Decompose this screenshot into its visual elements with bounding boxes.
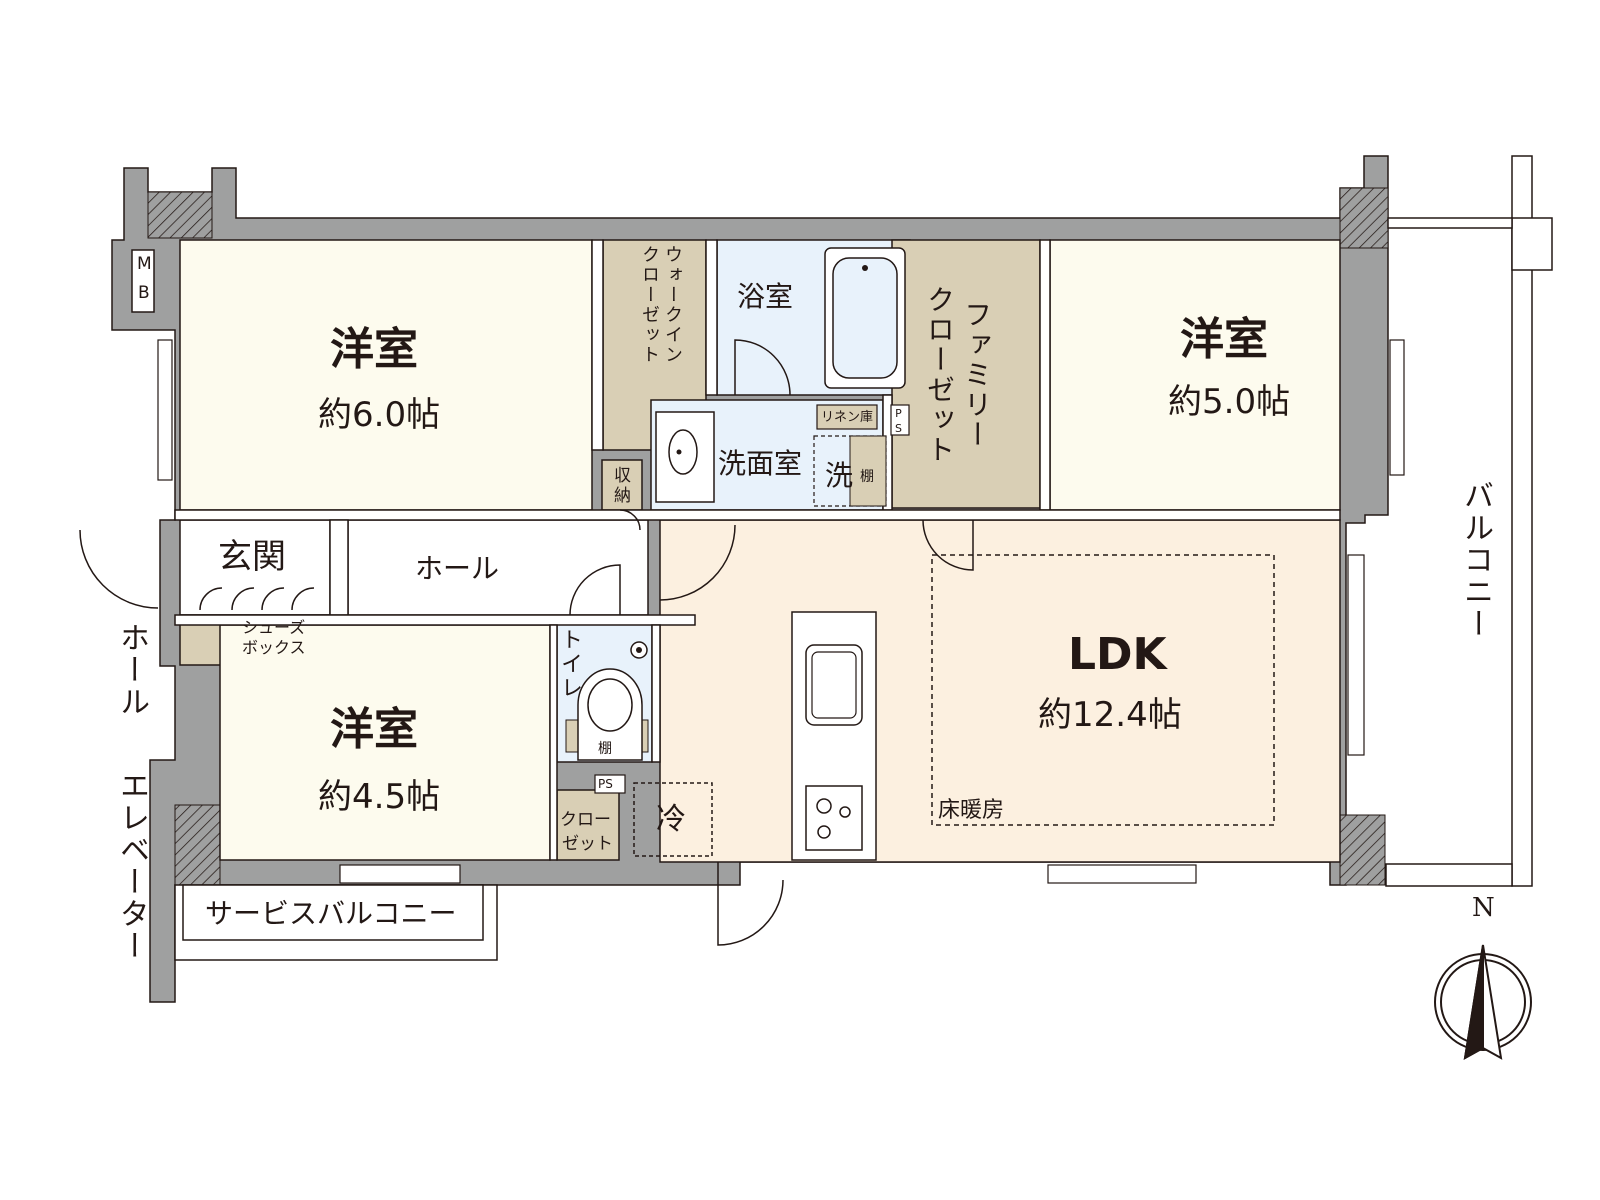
family-closet-label-2: クローゼット [923, 285, 956, 465]
storage [601, 459, 643, 511]
windows [157, 339, 1405, 884]
fridge-label: 冷 [656, 802, 686, 837]
hall-label: ホール [415, 552, 500, 585]
closet-label-1: クロー [560, 810, 611, 830]
room-western-sw-size: 約4.5帖 [318, 777, 441, 817]
bathroom-label: 浴室 [737, 280, 794, 313]
compass-icon [1434, 944, 1532, 1060]
ps-box-2 [594, 774, 626, 794]
ldk-area [659, 519, 1341, 863]
walk-in-closet-label-2: クローゼット [639, 245, 660, 365]
shoes-box-label-1: シューズ [242, 618, 306, 637]
door-swing-icon [734, 339, 791, 396]
room-western-sw [219, 624, 551, 861]
room-ldk-size: 約12.4帖 [1038, 695, 1182, 735]
column-sw [174, 804, 221, 886]
mb-box [131, 249, 155, 313]
washroom-shelf [849, 435, 887, 507]
shoes-box-label-2: ボックス [242, 638, 306, 657]
linen-label: リネン庫 [821, 410, 874, 425]
floor-heating-label: 床暖房 [938, 798, 1005, 823]
balcony-label: バルコニー [1458, 480, 1493, 640]
service-balcony [174, 884, 498, 961]
toilet-label: トイレ [557, 628, 582, 700]
ps-label-2: PS [598, 777, 613, 791]
outside-hall-label: ホール [114, 622, 149, 718]
closet-label-2: ゼット [562, 834, 613, 854]
mb-label-1: M [137, 254, 152, 274]
service-balcony-label: サービスバルコニー [205, 897, 457, 930]
shelf-label: 棚 [860, 469, 874, 485]
washer-label: 洗 [825, 459, 854, 492]
column-se [1339, 814, 1386, 886]
room-western-ne [1049, 239, 1341, 511]
column-nw [147, 191, 213, 239]
room-western-sw-name: 洋室 [330, 704, 418, 755]
column-ne [1339, 187, 1389, 249]
room-western-ne-name: 洋室 [1180, 314, 1268, 365]
mb-label-2: B [138, 283, 150, 303]
family-closet-label-1: ファミリー [960, 300, 993, 450]
elevator-label: エレベーター [114, 770, 149, 962]
kitchen-counter [791, 611, 877, 861]
partitions [174, 239, 1341, 861]
room-western-nw-size: 約6.0帖 [318, 395, 441, 435]
ps-label: PS [892, 407, 905, 437]
bathtub-icon [824, 247, 906, 389]
washbasin-icon [655, 411, 715, 503]
door-swings [79, 509, 974, 946]
family-closet [891, 239, 1041, 509]
washroom-label: 洗面室 [718, 447, 803, 480]
entrance [179, 519, 331, 616]
hall [347, 519, 649, 616]
north-label: N [1472, 893, 1495, 923]
balcony [1385, 155, 1553, 887]
fridge-space [633, 782, 713, 857]
walk-in-closet-label-1: ウォークイン [662, 245, 683, 365]
entrance-label: 玄関 [218, 537, 286, 577]
storage-label-1: 収 [614, 466, 631, 486]
room-western-nw [179, 239, 593, 511]
room-western-nw-name: 洋室 [330, 324, 418, 375]
storage-label-2: 納 [614, 486, 631, 506]
room-western-ne-size: 約5.0帖 [1168, 382, 1291, 422]
linen-box [816, 404, 878, 430]
ps-box [890, 404, 910, 436]
toilet-icon [565, 641, 649, 761]
room-ldk-name: LDK [1068, 629, 1167, 680]
toilet-shelf-label: 棚 [598, 741, 612, 757]
floor-heating-area [931, 554, 1275, 826]
closet-small [556, 789, 620, 861]
